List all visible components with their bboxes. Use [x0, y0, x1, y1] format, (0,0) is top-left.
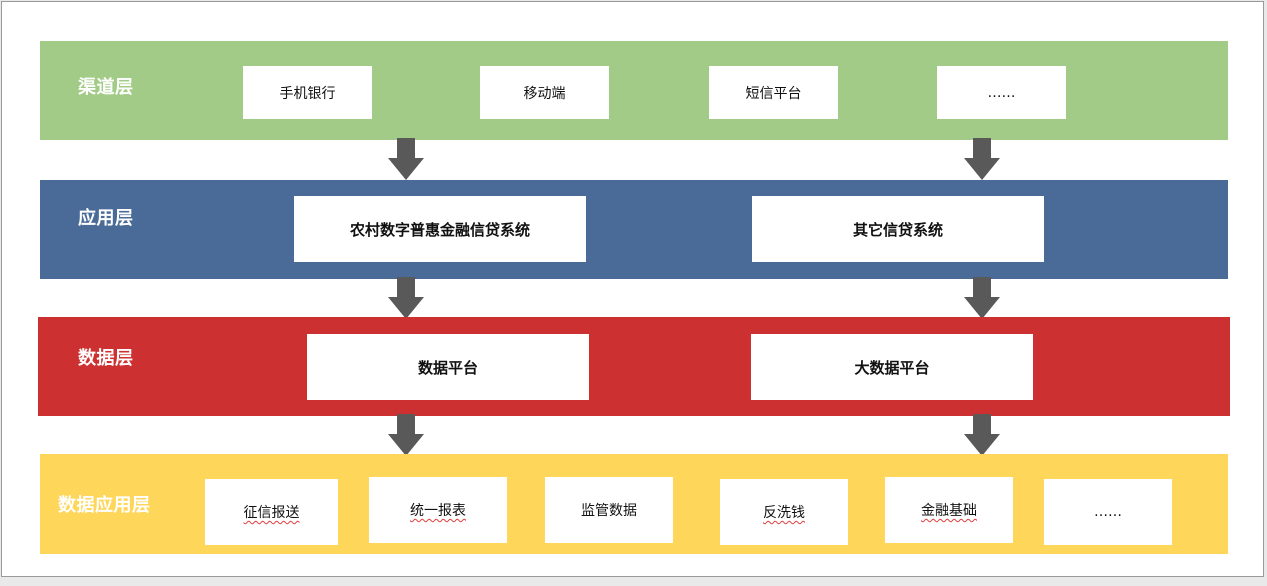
application-box-rural-credit-system: 农村数字普惠金融信贷系统: [294, 196, 586, 262]
data-app-box-anti-money-laundering: 反洗钱: [720, 479, 848, 545]
data-app-layer: 数据应用层 征信报送 统一报表 监管数据 反洗钱 金融基础 ……: [40, 454, 1228, 554]
data-app-box-label: 反洗钱: [763, 505, 805, 521]
channel-box-sms-platform: 短信平台: [709, 66, 838, 119]
data-app-box-label: 金融基础: [921, 503, 977, 519]
channel-box-mobile: 移动端: [480, 66, 609, 119]
down-arrow-icon: [388, 138, 424, 180]
data-box-label: 大数据平台: [854, 358, 930, 377]
channel-layer-title: 渠道层: [78, 77, 134, 98]
data-app-box-label: 统一报表: [410, 503, 466, 519]
application-box-other-credit-systems: 其它信贷系统: [752, 196, 1044, 262]
data-app-box-label: ……: [1094, 504, 1122, 520]
channel-box-label: 移动端: [523, 85, 566, 102]
data-layer-title: 数据层: [78, 348, 134, 369]
channel-box-more: ……: [937, 66, 1066, 119]
data-app-box-credit-reporting: 征信报送: [205, 479, 338, 545]
application-layer: 应用层 农村数字普惠金融信贷系统 其它信贷系统: [40, 180, 1228, 279]
down-arrow-icon: [964, 414, 1000, 456]
channel-layer: 渠道层 手机银行 移动端 短信平台 ……: [40, 41, 1228, 140]
application-box-label: 农村数字普惠金融信贷系统: [349, 220, 530, 239]
application-layer-title: 应用层: [78, 208, 134, 229]
channel-box-mobile-banking: 手机银行: [243, 66, 372, 119]
down-arrow-icon: [388, 277, 424, 319]
data-app-box-label: 征信报送: [243, 505, 300, 521]
channel-box-label: 短信平台: [745, 85, 802, 102]
application-box-label: 其它信贷系统: [852, 220, 943, 239]
down-arrow-icon: [964, 138, 1000, 180]
data-app-box-more: ……: [1044, 479, 1172, 545]
data-box-data-platform: 数据平台: [307, 334, 589, 400]
data-app-box-label: 监管数据: [581, 503, 637, 519]
diagram-frame: 渠道层 手机银行 移动端 短信平台 …… 应用层 农村数字普惠金融信贷系统 其它…: [1, 1, 1264, 577]
channel-box-label: ……: [987, 84, 1016, 101]
data-box-big-data-platform: 大数据平台: [751, 334, 1033, 400]
channel-box-label: 手机银行: [279, 85, 336, 102]
data-app-box-financial-basics: 金融基础: [885, 477, 1013, 543]
data-layer: 数据层 数据平台 大数据平台: [38, 317, 1230, 416]
down-arrow-icon: [964, 277, 1000, 319]
data-app-box-regulatory-data: 监管数据: [545, 477, 673, 543]
data-app-layer-title: 数据应用层: [58, 495, 151, 516]
data-app-box-unified-reports: 统一报表: [369, 477, 507, 543]
down-arrow-icon: [388, 414, 424, 456]
data-box-label: 数据平台: [417, 358, 478, 377]
